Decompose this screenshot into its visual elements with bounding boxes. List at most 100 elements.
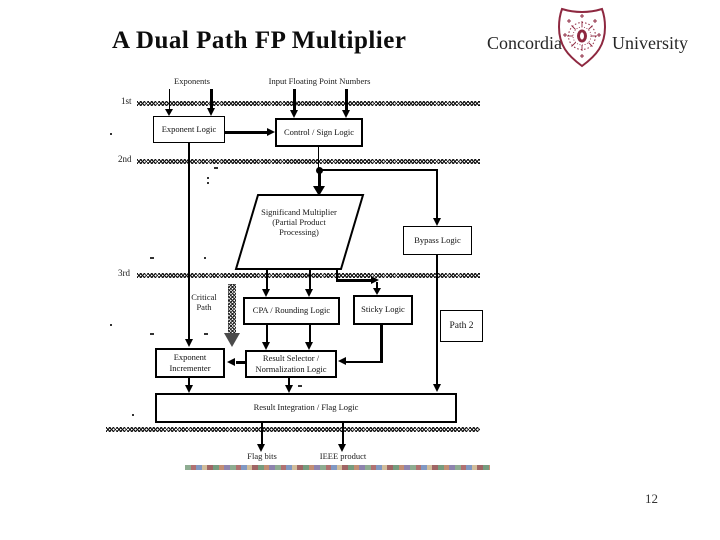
connector bbox=[436, 255, 438, 384]
block-label: Sticky Logic bbox=[361, 304, 405, 315]
stray-mark bbox=[150, 333, 154, 335]
stage-label-3rd: 3rd bbox=[118, 268, 130, 278]
connector bbox=[375, 282, 378, 289]
label-ieee-product: IEEE product bbox=[319, 451, 367, 461]
block-significand-multiplier: Significand Multiplier (Partial Product … bbox=[243, 207, 355, 238]
connector bbox=[346, 360, 383, 363]
block-label-line: Exponent bbox=[173, 351, 207, 362]
stray-mark bbox=[207, 182, 209, 184]
page-number: 12 bbox=[645, 491, 658, 506]
block-result-selector: Result Selector / Normalization Logic bbox=[245, 350, 337, 378]
brand-concordia: Concordia bbox=[487, 33, 562, 53]
block-label-line: Incrementer bbox=[169, 363, 211, 373]
arrowhead bbox=[372, 288, 381, 295]
stage-label-2nd: 2nd bbox=[118, 154, 132, 164]
arrowhead bbox=[341, 110, 350, 118]
arrowhead bbox=[184, 385, 193, 393]
label-line: Path bbox=[196, 302, 212, 313]
arrowhead bbox=[165, 109, 173, 116]
connector bbox=[169, 89, 170, 110]
arrowhead bbox=[338, 444, 346, 452]
connector bbox=[380, 325, 383, 363]
arrowhead bbox=[284, 385, 293, 393]
connector bbox=[308, 269, 311, 289]
connector bbox=[188, 378, 190, 386]
label-exponents: Exponents bbox=[174, 76, 210, 86]
block-exponent-logic: Exponent Logic bbox=[153, 116, 225, 143]
label-flag-bits: Flag bits bbox=[247, 451, 277, 461]
block-path-2: Path 2 bbox=[440, 310, 483, 342]
stray-mark bbox=[204, 333, 208, 335]
block-exponent-incrementer: Exponent Incrementer bbox=[155, 348, 225, 378]
label-line: Critical bbox=[191, 292, 217, 302]
connector bbox=[335, 269, 338, 281]
arrowhead bbox=[371, 276, 379, 284]
stray-mark bbox=[214, 167, 218, 169]
connector bbox=[210, 89, 213, 110]
connector bbox=[265, 269, 268, 289]
label-input-fp-numbers: Input Floating Point Numbers bbox=[268, 76, 371, 86]
arrowhead bbox=[262, 289, 270, 297]
block-label: Result Integration / Flag Logic bbox=[253, 402, 359, 413]
arrowhead bbox=[262, 342, 270, 350]
connector bbox=[318, 169, 438, 171]
arrowhead bbox=[289, 110, 298, 118]
arrowhead bbox=[257, 444, 265, 452]
arrowhead bbox=[432, 218, 441, 226]
stray-mark bbox=[132, 414, 134, 416]
slide-title: A Dual Path FP Multiplier bbox=[112, 27, 407, 54]
stage-label-1st: 1st bbox=[121, 96, 132, 106]
arrowhead bbox=[338, 357, 346, 365]
decorative-divider bbox=[185, 465, 490, 470]
block-sticky-logic: Sticky Logic bbox=[353, 295, 413, 325]
arrowhead bbox=[305, 289, 313, 297]
stage-hatch-2nd bbox=[137, 159, 480, 164]
stray-mark bbox=[150, 257, 154, 259]
connector bbox=[336, 279, 373, 282]
junction-dot bbox=[315, 166, 323, 174]
stray-mark bbox=[204, 257, 206, 259]
connector bbox=[225, 131, 268, 134]
arrowhead bbox=[227, 357, 235, 366]
connector bbox=[260, 423, 263, 444]
arrowhead bbox=[267, 127, 275, 136]
block-label: Exponent Logic bbox=[161, 123, 217, 134]
critical-path-arrowhead bbox=[224, 333, 240, 347]
label-critical-path: Critical Path bbox=[186, 292, 222, 312]
block-label: CPA / Rounding Logic bbox=[252, 305, 331, 316]
arrowhead bbox=[313, 186, 325, 196]
block-label: Control / Sign Logic bbox=[283, 126, 355, 137]
connector bbox=[436, 171, 438, 219]
block-cpa-rounding-logic: CPA / Rounding Logic bbox=[243, 297, 340, 325]
block-label: Bypass Logic bbox=[414, 234, 461, 245]
bottom-hatch-line bbox=[106, 427, 480, 432]
stage-hatch-1st bbox=[137, 101, 480, 106]
block-label-line: Processing) bbox=[279, 227, 319, 238]
block-bypass-logic: Bypass Logic bbox=[403, 226, 472, 255]
connector bbox=[236, 361, 245, 364]
connector bbox=[345, 89, 348, 111]
block-label-line: Result Selector / bbox=[262, 352, 320, 363]
connector bbox=[341, 423, 344, 444]
block-label: Path 2 bbox=[449, 320, 474, 331]
stray-mark bbox=[110, 133, 112, 135]
connector bbox=[308, 325, 311, 343]
block-label-line: (Partial Product bbox=[272, 217, 326, 228]
connector bbox=[188, 143, 190, 340]
connector bbox=[317, 171, 321, 187]
block-result-integration: Result Integration / Flag Logic bbox=[155, 393, 457, 423]
brand-university: University bbox=[612, 33, 688, 53]
critical-path-arrow bbox=[228, 284, 236, 334]
stray-mark bbox=[207, 177, 209, 179]
connector bbox=[265, 325, 268, 343]
connector bbox=[318, 147, 320, 169]
block-control-sign-logic: Control / Sign Logic bbox=[275, 118, 363, 147]
arrowhead bbox=[184, 339, 193, 347]
concordia-shield-icon bbox=[556, 6, 608, 68]
arrowhead bbox=[206, 108, 215, 116]
stray-mark bbox=[110, 324, 112, 326]
stray-mark bbox=[298, 385, 302, 387]
arrowhead bbox=[305, 342, 313, 350]
